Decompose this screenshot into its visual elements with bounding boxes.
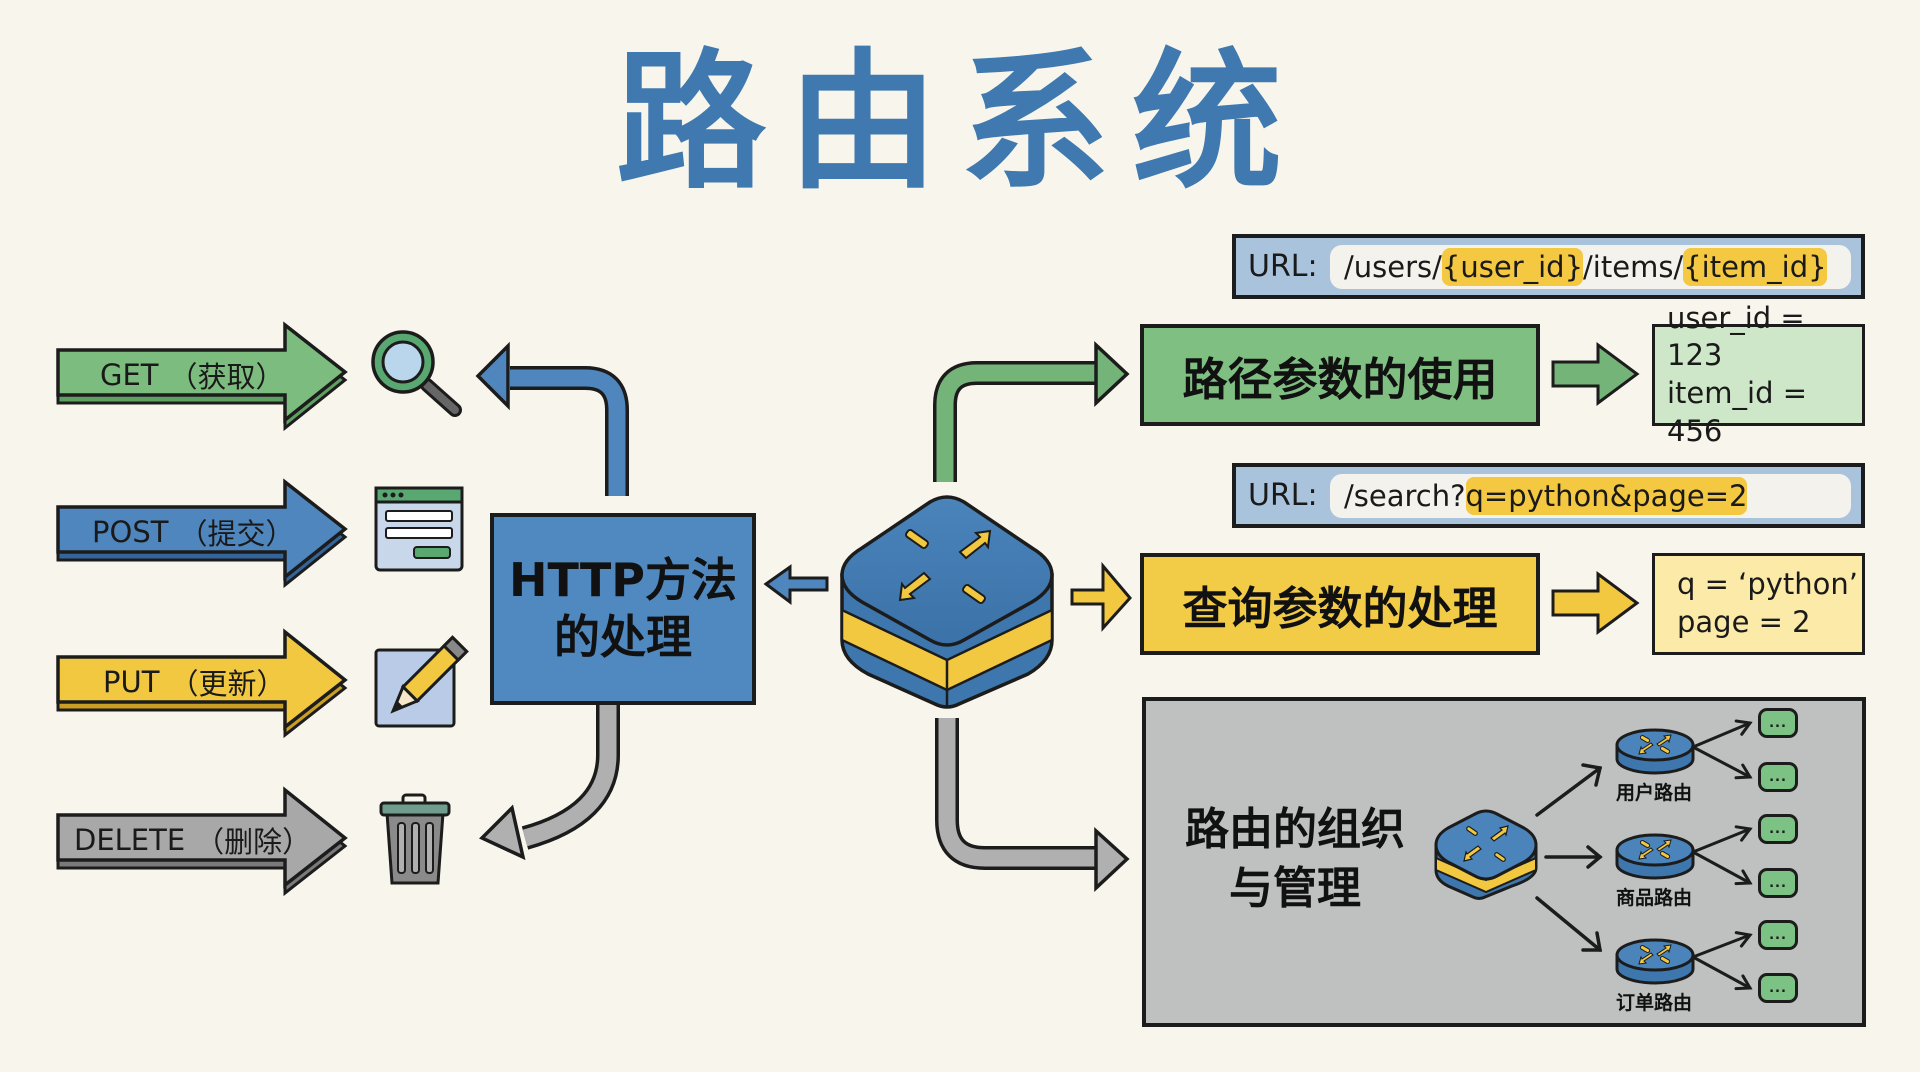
post-arrow [56, 478, 348, 589]
leaf-arrow-head [1734, 931, 1753, 948]
query-url-bar: URL: /search?q=python&page=2 [1232, 463, 1865, 528]
method-action: （获取） [168, 359, 285, 394]
method-name: POST [92, 514, 169, 549]
leaf-arrow-line [1691, 955, 1752, 990]
order-router-icon [1615, 938, 1695, 985]
result-line: user_id = 123 [1667, 300, 1805, 373]
router-to-path-arrow [933, 340, 1130, 482]
user-router-icon [1615, 728, 1695, 775]
url-param-highlight: {item_id} [1683, 247, 1827, 286]
route-leaf[interactable]: ... [1758, 920, 1798, 950]
http-box-line1: HTTP方法 [508, 552, 738, 607]
leaf-arrow-head [1734, 974, 1753, 991]
sub-router-arrow-mark [1638, 742, 1654, 755]
route-leaf[interactable]: ... [1758, 762, 1798, 792]
sub-router-arrow-mark [1639, 945, 1651, 953]
path-url-field[interactable]: /users/{user_id}/items/{item_id} [1330, 244, 1851, 289]
product-router-icon [1615, 833, 1695, 880]
sub-router-arrow-mark [1659, 746, 1671, 754]
sub-router-arrow-mark [1656, 839, 1672, 852]
pencil-edit-icon [374, 635, 469, 728]
method-action: （更新） [169, 666, 286, 701]
http-to-methods-arrow-down [478, 683, 620, 861]
magnifier-icon [371, 330, 462, 417]
query-params-result: q = ‘python’ page = 2 [1652, 553, 1865, 655]
org-router-icon [1434, 809, 1538, 900]
organization-line1: 路由的组织 [1185, 804, 1405, 855]
leaf-arrow-head [1734, 719, 1753, 736]
leaf-arrow-head [1734, 825, 1753, 842]
url-segment: /search? [1344, 478, 1466, 513]
sub-router-arrow-mark [1656, 734, 1672, 747]
route-leaf[interactable]: ... [1758, 868, 1798, 898]
method-action: （提交） [178, 516, 295, 551]
leaf-arrow-line [1691, 721, 1752, 749]
http-box-line2: 的处理 [554, 610, 692, 664]
result-line: q = ‘python’ [1677, 567, 1859, 602]
http-to-methods-arrow-up [475, 341, 629, 496]
method-action: （删除） [195, 824, 312, 859]
org-branch-arrows [1535, 763, 1603, 952]
sub-router-top [1615, 833, 1695, 867]
query-params-box[interactable]: 查询参数的处理 [1140, 553, 1540, 655]
trash-can-icon [379, 793, 451, 885]
method-get-label[interactable]: GET （获取） [100, 352, 285, 397]
delete-arrow [56, 786, 348, 897]
sub-router-arrow-mark [1638, 847, 1654, 860]
leaf-arrow-line [1691, 827, 1752, 854]
query-result-arrow [1551, 571, 1640, 635]
result-line: item_id = 456 [1667, 376, 1808, 448]
url-label: URL: [1248, 249, 1318, 284]
path-params-box[interactable]: 路径参数的使用 [1140, 324, 1540, 426]
put-arrow [56, 628, 348, 739]
leaf-arrow-head [1734, 763, 1753, 780]
route-leaf[interactable]: ... [1758, 708, 1798, 738]
sub-router-arrow-mark [1639, 735, 1651, 743]
result-line: page = 2 [1677, 605, 1811, 639]
page-title: 路由系统 [615, 36, 1304, 210]
url-query-highlight: q=python&page=2 [1465, 476, 1748, 515]
method-delete-label[interactable]: DELETE （删除） [74, 817, 311, 862]
sub-router-arrow-mark [1656, 944, 1672, 957]
method-post-label[interactable]: POST （提交） [92, 509, 294, 554]
http-methods-box[interactable]: HTTP方法 的处理 [490, 513, 756, 705]
url-segment: /users/ [1344, 249, 1442, 284]
query-url-field[interactable]: /search?q=python&page=2 [1330, 473, 1851, 518]
sub-router-label-users: 用户路由 [1615, 782, 1692, 804]
router-to-http-arrow [763, 564, 829, 605]
method-name: PUT [103, 664, 160, 699]
organization-line2: 与管理 [1229, 863, 1361, 915]
route-leaf[interactable]: ... [1758, 973, 1798, 1003]
form-window-icon [374, 486, 464, 572]
sub-router-top [1615, 938, 1695, 972]
router-to-organization-arrow [935, 718, 1130, 893]
router-hub-icon [840, 495, 1054, 709]
path-url-bar: URL: /users/{user_id}/items/{item_id} [1232, 234, 1865, 299]
path-params-result: user_id = 123 item_id = 456 [1652, 301, 1865, 448]
sub-router-arrow-mark [1659, 956, 1671, 964]
leaf-arrow-line [1691, 745, 1752, 779]
url-label: URL: [1248, 478, 1318, 513]
organization-label: 路由的组织 与管理 [1160, 800, 1430, 919]
method-name: GET [100, 357, 159, 392]
sub-router-label-products: 商品路由 [1615, 887, 1692, 909]
path-result-arrow [1551, 342, 1640, 406]
url-segment: /items/ [1583, 249, 1684, 284]
leaf-arrows [1691, 719, 1753, 991]
route-leaf[interactable]: ... [1758, 814, 1798, 844]
sub-router-arrow-mark [1659, 851, 1671, 859]
leaf-arrow-head [1734, 869, 1753, 886]
url-param-highlight: {user_id} [1441, 247, 1584, 286]
sub-router-label-orders: 订单路由 [1615, 992, 1692, 1014]
sub-router-arrow-mark [1639, 840, 1651, 848]
get-arrow [56, 321, 348, 432]
sub-router-arrow-mark [1638, 952, 1654, 965]
leaf-arrow-line [1691, 850, 1752, 885]
method-name: DELETE [74, 822, 186, 857]
sub-router-top [1615, 728, 1695, 762]
leaf-arrow-line [1691, 933, 1752, 959]
method-put-label[interactable]: PUT （更新） [103, 659, 285, 704]
router-to-query-arrow [1070, 561, 1132, 632]
